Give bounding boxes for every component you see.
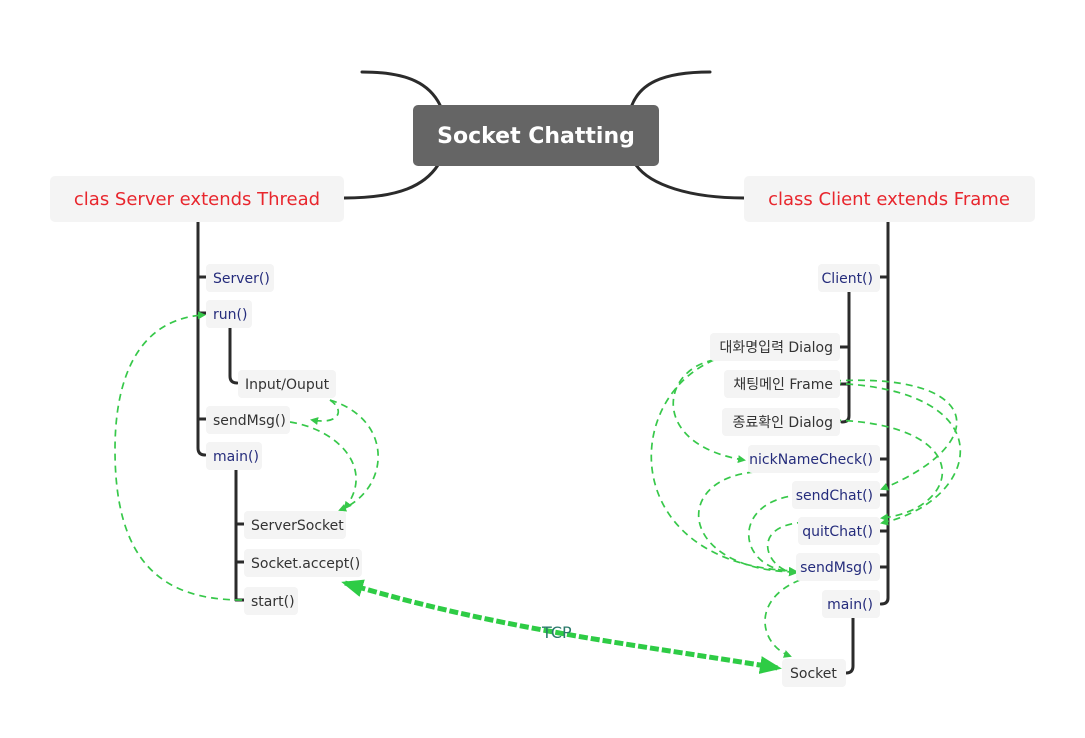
server-sendmsg-node[interactable]: sendMsg() [206,406,290,434]
client-sendmsg-label: sendMsg() [800,560,873,576]
server-constructor-label: Server() [213,271,270,287]
server-start-node[interactable]: start() [244,587,298,615]
root-branches [342,70,746,200]
tcp-connection: TCP [341,579,782,674]
client-quitchat-node[interactable]: quitChat() [798,517,880,545]
client-class-node[interactable]: class Client extends Frame [744,176,1035,222]
server-run-label: run() [213,307,247,323]
client-quit-confirm-dialog-label: 종료확인 Dialog [732,415,833,431]
server-class-node[interactable]: clas Server extends Thread [50,176,344,222]
relation-arrows [114,311,962,658]
tcp-label: TCP [541,623,572,642]
client-main-label: main() [827,597,873,613]
client-socket-node[interactable]: Socket [782,659,846,687]
client-chat-main-frame-label: 채팅메인 Frame [733,377,833,393]
server-start-label: start() [251,594,295,610]
root-title: Socket Chatting [437,124,635,149]
client-class-label: class Client extends Frame [768,189,1010,210]
server-class-label: clas Server extends Thread [74,189,320,210]
client-nickname-dialog-label: 대화명입력 Dialog [720,340,833,356]
client-nickname-dialog-node[interactable]: 대화명입력 Dialog [710,333,840,361]
client-quitchat-label: quitChat() [802,524,873,540]
client-quit-confirm-dialog-node[interactable]: 종료확인 Dialog [722,408,840,436]
client-sendmsg-node[interactable]: sendMsg() [796,553,880,581]
server-serversocket-label: ServerSocket [251,518,344,534]
server-input-output-node[interactable]: Input/Ouput [238,370,336,398]
server-main-node[interactable]: main() [206,442,262,470]
client-nicknamecheck-node[interactable]: nickNameCheck() [748,445,880,473]
server-input-output-label: Input/Ouput [245,377,330,393]
server-main-label: main() [213,449,259,465]
root-node[interactable]: Socket Chatting [413,105,659,166]
client-nicknamecheck-label: nickNameCheck() [749,452,873,468]
client-socket-label: Socket [790,666,837,682]
client-sendchat-node[interactable]: sendChat() [792,481,880,509]
server-serversocket-node[interactable]: ServerSocket [244,511,346,539]
server-run-node[interactable]: run() [206,300,252,328]
server-constructor-node[interactable]: Server() [206,264,274,292]
client-main-node[interactable]: main() [822,590,880,618]
server-socket-accept-node[interactable]: Socket.accept() [244,549,362,577]
client-chat-main-frame-node[interactable]: 채팅메인 Frame [724,370,840,398]
client-constructor-label: Client() [822,271,873,287]
server-sendmsg-label: sendMsg() [213,413,286,429]
client-sendchat-label: sendChat() [796,488,873,504]
server-socket-accept-label: Socket.accept() [251,556,360,572]
client-constructor-node[interactable]: Client() [818,264,880,292]
